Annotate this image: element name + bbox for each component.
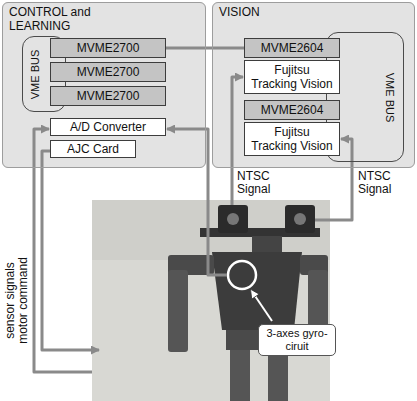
cpu-board: MVME2700 bbox=[50, 38, 166, 58]
vision-board: Fujitsu Tracking Vision bbox=[244, 60, 340, 94]
callout-arrow bbox=[251, 290, 272, 321]
cpu-board: MVME2700 bbox=[50, 62, 166, 82]
cpu-board: MVME2604 bbox=[244, 38, 340, 58]
bus-label: VME BUS bbox=[30, 49, 43, 99]
box-label: MVME2604 bbox=[261, 103, 324, 117]
cpu-board: MVME2604 bbox=[244, 100, 340, 120]
box-label: AJC Card bbox=[67, 142, 119, 156]
box-label: MVME2700 bbox=[77, 41, 140, 55]
cpu-board: MVME2700 bbox=[50, 86, 166, 106]
box-label: A/D Converter bbox=[70, 120, 146, 134]
io-card: AJC Card bbox=[50, 140, 136, 158]
panel-title: VISION bbox=[219, 5, 339, 19]
gyro-wire bbox=[167, 129, 227, 275]
box-label: MVME2604 bbox=[261, 41, 324, 55]
robot-photo bbox=[92, 200, 330, 401]
signal-label: NTSC Signal bbox=[358, 170, 402, 196]
panel-title: CONTROL and LEARNING bbox=[9, 5, 109, 33]
vision-board: Fujitsu Tracking Vision bbox=[244, 122, 340, 156]
signal-label: motor command bbox=[16, 240, 30, 360]
bus-label: VME BUS bbox=[384, 72, 397, 122]
gyro-marker bbox=[228, 261, 256, 289]
box-label: MVME2700 bbox=[77, 65, 140, 79]
signal-label: sensor signals bbox=[3, 240, 17, 360]
box-label: 3-axes gyro-ciruit bbox=[264, 327, 330, 353]
signal-label: NTSC Signal bbox=[237, 170, 281, 196]
signal-label: NTSC Signal bbox=[237, 170, 281, 196]
box-label: Fujitsu Tracking Vision bbox=[250, 125, 334, 153]
signal-label: sensor signals bbox=[4, 262, 17, 339]
signal-label: motor command bbox=[17, 257, 30, 344]
system-panel: VME BUSMVME2604Fujitsu Tracking VisionMV… bbox=[212, 2, 415, 168]
system-panel: VME BUSMVME2700MVME2700MVME2700A/D Conve… bbox=[2, 2, 206, 168]
box-label: Fujitsu Tracking Vision bbox=[250, 63, 334, 91]
box-label: MVME2700 bbox=[77, 89, 140, 103]
converter-card: A/D Converter bbox=[50, 118, 166, 136]
signal-label: NTSC Signal bbox=[358, 170, 402, 196]
panel-fill bbox=[212, 2, 415, 168]
callout-box: 3-axes gyro-ciruit bbox=[258, 324, 336, 356]
motor-wire bbox=[42, 151, 99, 350]
bus-link bbox=[166, 47, 244, 50]
